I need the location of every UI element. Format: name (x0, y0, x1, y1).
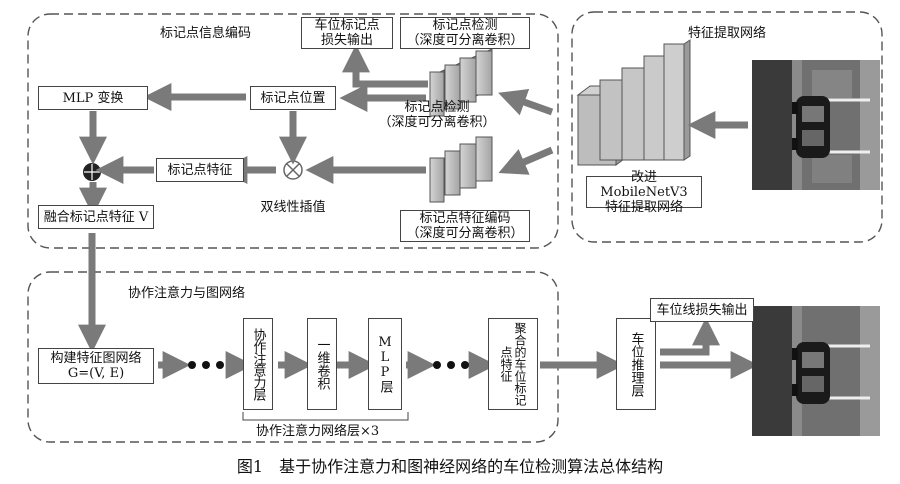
repeat-brace (242, 412, 409, 421)
ellipsis-dots (188, 361, 469, 369)
inference-layer: 车位推理层 (616, 318, 656, 410)
region-marker-encoding (27, 13, 559, 249)
region-title-feature-extraction: 特征提取网络 (688, 26, 767, 41)
output-parking-image (752, 306, 880, 436)
region-title-attention-graph: 协作注意力与图网络 (128, 286, 246, 301)
marker-detect-mid: 标记点检测 （深度可分离卷积） (378, 100, 496, 130)
region-attention-graph (27, 271, 559, 443)
marker-position: 标记点位置 (250, 86, 336, 110)
conv1d-layer: 一维卷积 (307, 318, 337, 410)
marker-loss-output: 车位标记点 损失输出 (301, 17, 393, 49)
region-title-marker-encoding: 标记点信息编码 (160, 26, 252, 41)
mlp-layer: MLP层 (368, 318, 402, 410)
fused-marker-feature: 融合标记点特征 V (38, 205, 154, 229)
elbow-arrows (342, 44, 720, 356)
attention-repeat-label: 协作注意力网络层×3 (256, 424, 380, 439)
input-parking-image (752, 60, 880, 190)
region-feature-extraction (571, 11, 883, 243)
marker-feature: 标记点特征 (156, 158, 244, 182)
mobilenet-stack (576, 39, 691, 166)
bilinear-interpolation: 双线性插值 (260, 200, 326, 215)
build-feature-graph: 构建特征图网络 G=(V, E) (38, 348, 154, 384)
arrows (78, 83, 759, 379)
marker-feature-encode: 标记点特征编码 （深度可分离卷积） (400, 210, 530, 242)
figure-caption: 图1 基于协作注意力和图神经网络的车位检测算法总体结构 (236, 457, 664, 476)
coop-attention-layer: 协作注意力层 (243, 318, 273, 410)
conv-stack-top (429, 48, 493, 118)
conv-stack-bottom (429, 136, 493, 203)
line-loss-output: 车位线损失输出 (650, 298, 754, 322)
marker-detect-top: 标记点检测 （深度可分离卷积） (400, 17, 530, 49)
mlp-transform: MLP 变换 (38, 86, 148, 110)
aggregated-marker-feature: 聚合的车位标记点特征 (488, 318, 538, 410)
mobilenet-backbone: 改进 MobileNetV3 特征提取网络 (586, 170, 702, 215)
